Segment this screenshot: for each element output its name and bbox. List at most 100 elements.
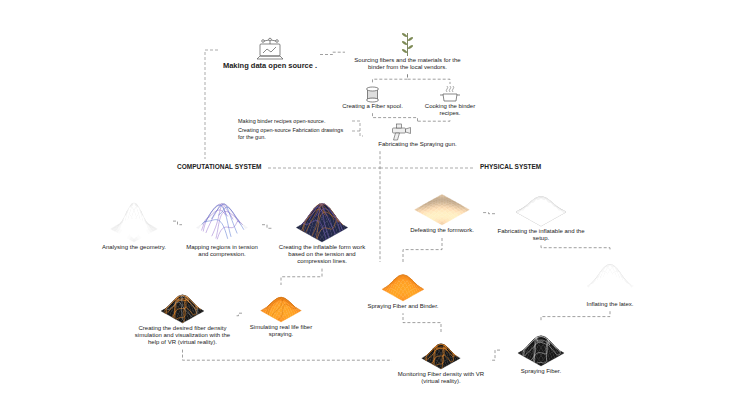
step-illustration	[347, 31, 468, 57]
process-step: Creating the inflatable form work based …	[272, 188, 372, 269]
data-icon	[257, 38, 283, 59]
leader-line	[352, 121, 363, 136]
fiber-line	[212, 204, 238, 236]
formwork-surface	[161, 295, 204, 323]
process-connector	[408, 74, 451, 84]
spray-gun-icon	[393, 124, 411, 140]
step-caption: Making data open source .	[223, 61, 317, 70]
fiber-line	[180, 296, 198, 314]
process-connector	[380, 151, 381, 262]
step-caption: Fabricating the Spraying gun.	[378, 141, 456, 148]
step-caption: Fabricating the inflatable and the setup…	[497, 228, 585, 242]
note-label: Creating open-source Fabrication drawing…	[236, 127, 352, 140]
section-heading: PHYSICAL SYSTEM	[478, 163, 543, 171]
fiber-line	[201, 210, 225, 231]
formwork-surface	[196, 203, 247, 242]
fiber-line	[303, 204, 328, 231]
process-step: Simulating real life fiber spraying.	[242, 285, 320, 341]
step-caption: Monitoring Fiber density with VR (virtua…	[394, 371, 488, 385]
fiber-line	[523, 337, 550, 356]
fiber-line	[176, 300, 197, 319]
formwork-surface	[261, 297, 302, 322]
fiber-line	[301, 220, 326, 239]
step-caption: Creating the desired fiber density simul…	[132, 325, 233, 347]
fiber-line	[216, 211, 240, 238]
pot-icon	[440, 86, 460, 101]
network-dot	[262, 40, 265, 43]
plant-leaf	[407, 36, 413, 41]
surface-patch	[439, 222, 444, 225]
formwork-surface	[382, 275, 424, 301]
surface-patch	[539, 222, 544, 226]
step-caption: Mapping regions in tension and compressi…	[184, 244, 260, 258]
surface-patch	[319, 237, 324, 242]
process-step: Mapping regions in tension and compressi…	[182, 188, 262, 261]
setup-frame	[516, 198, 566, 226]
process-connector	[183, 350, 393, 361]
process-connector	[373, 74, 408, 84]
fiber-line	[166, 302, 185, 321]
process-step: Creating a Fiber spool.	[335, 84, 410, 113]
steam	[452, 86, 454, 92]
note-label: Making binder recipes open-source.	[236, 118, 352, 125]
screen-chart	[263, 47, 276, 53]
step-illustration	[394, 333, 488, 371]
pot-body	[443, 94, 457, 101]
gun-handle	[394, 133, 400, 140]
step-caption: Defeating the formwork.	[410, 227, 474, 234]
step-illustration	[357, 263, 449, 303]
process-step: Defeating the formwork.	[402, 188, 482, 237]
fiber-line	[268, 297, 289, 315]
steam	[449, 86, 451, 92]
fiber-line	[218, 207, 244, 230]
surface-patch	[401, 297, 405, 301]
spool-winding	[368, 98, 378, 99]
step-caption: Simulating real life fiber spraying.	[244, 324, 318, 338]
fiber-line	[534, 339, 556, 362]
network-dot	[269, 38, 272, 41]
process-connector	[235, 313, 242, 316]
step-illustration	[337, 85, 408, 103]
formwork-surface	[111, 203, 158, 242]
fiber-line	[309, 204, 336, 235]
plant-leaf	[407, 44, 413, 49]
process-connector	[320, 52, 345, 54]
step-illustration	[184, 189, 260, 244]
fiber-line	[278, 304, 297, 320]
process-connector	[482, 213, 495, 214]
network-link	[264, 40, 276, 44]
step-caption: Inflating the latex.	[586, 301, 633, 308]
step-illustration	[244, 286, 318, 324]
gun-hopper	[397, 124, 402, 128]
monitor	[260, 44, 280, 56]
fiber-line	[205, 205, 231, 237]
formwork-surface	[518, 336, 564, 366]
leader-line	[352, 131, 360, 132]
fiber-line	[318, 209, 343, 231]
process-connector	[373, 113, 418, 122]
process-connector	[173, 221, 182, 225]
step-illustration	[562, 251, 658, 301]
step-caption: Spraying Fiber and Binder.	[367, 303, 438, 310]
spool-icon	[367, 87, 379, 102]
gun-nozzle	[406, 128, 411, 134]
process-step: Spraying Fiber.	[500, 322, 582, 378]
plant-icon	[401, 32, 413, 56]
process-connector	[490, 350, 500, 360]
surface-patch	[608, 294, 613, 299]
step-illustration	[417, 85, 483, 103]
plant-leaf	[401, 32, 407, 37]
process-step: Creating the desired fiber density simul…	[130, 282, 235, 350]
process-connector	[281, 269, 322, 285]
fiber-line	[174, 295, 197, 315]
process-step: Fabricating the inflatable and the setup…	[495, 182, 587, 245]
formwork-surface	[422, 344, 460, 369]
leader-line	[268, 168, 380, 169]
keyboard	[257, 56, 283, 59]
fiber-line	[536, 345, 560, 363]
step-illustration	[367, 123, 468, 141]
process-step: Cooking the binder recipes.	[415, 84, 485, 120]
process-step: Monitoring Fiber density with VR (virtua…	[392, 332, 490, 388]
formwork-surface	[296, 204, 347, 242]
step-caption: Sourcing fibers and the materials for th…	[347, 57, 468, 71]
